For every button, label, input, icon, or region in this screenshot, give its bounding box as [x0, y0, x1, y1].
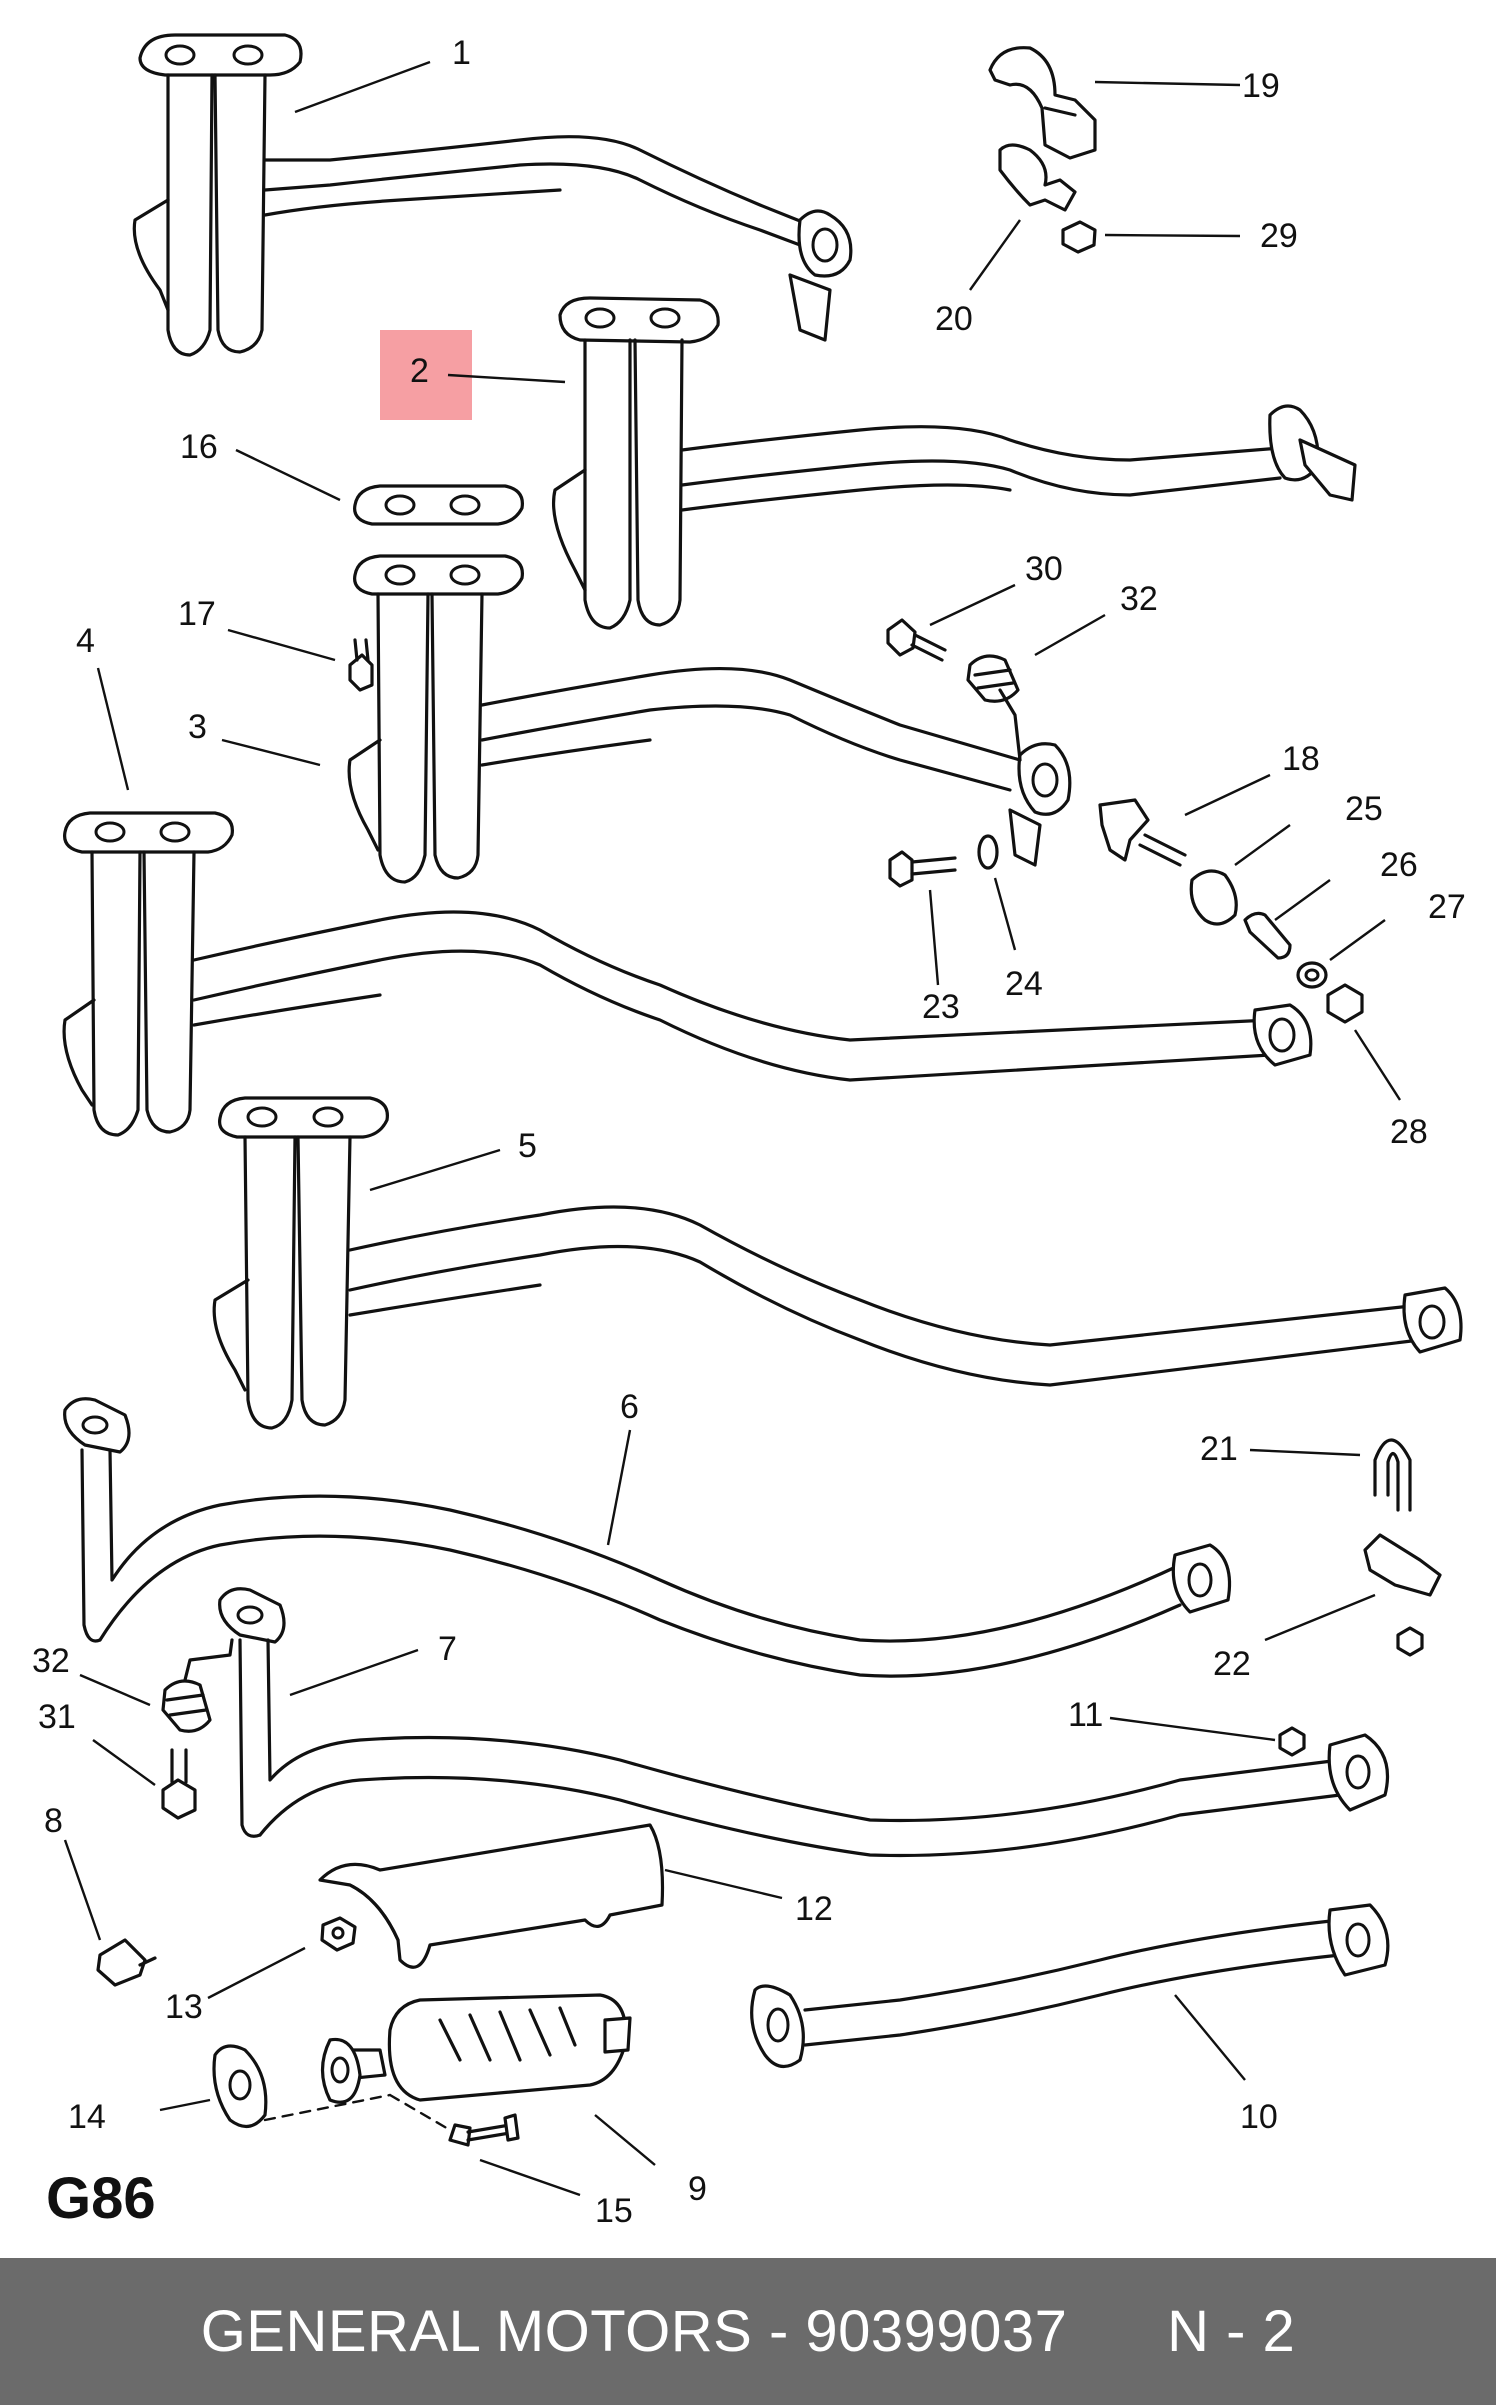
- callout-25: 25: [1345, 790, 1383, 828]
- callout-13: 13: [165, 1988, 203, 2026]
- part-23-bolt[interactable]: [888, 850, 957, 888]
- part-19-bracket[interactable]: [988, 46, 1097, 160]
- part-13-nut[interactable]: [320, 1916, 357, 1952]
- part-18-bracket[interactable]: [1098, 798, 1187, 867]
- part-6-front-pipe[interactable]: [63, 1397, 1232, 1678]
- part-20-bracket[interactable]: [998, 143, 1077, 212]
- callout-32-upper: 32: [1120, 580, 1158, 618]
- callout-28: 28: [1390, 1113, 1428, 1151]
- callout-4: 4: [76, 622, 95, 660]
- callout-12: 12: [795, 1890, 833, 1928]
- callout-31: 31: [38, 1698, 76, 1736]
- part-15-bolt[interactable]: [448, 2113, 520, 2147]
- callout-29: 29: [1260, 217, 1298, 255]
- part-28-nut[interactable]: [1326, 983, 1364, 1024]
- part-25-rubber-bush[interactable]: [1189, 869, 1238, 926]
- callout-22: 22: [1213, 1645, 1251, 1683]
- part-32-rubber-mount-lower[interactable]: [161, 1638, 234, 1733]
- diagram-code-label: G86: [46, 2166, 156, 2231]
- part-31-bolt[interactable]: [161, 1748, 197, 1820]
- callout-5: 5: [518, 1127, 537, 1165]
- callout-19: 19: [1242, 67, 1280, 105]
- callout-3: 3: [188, 708, 207, 746]
- part-32-rubber-mount-upper[interactable]: [966, 654, 1022, 762]
- callout-16: 16: [180, 428, 218, 466]
- callout-18: 18: [1282, 740, 1320, 778]
- callout-1: 1: [452, 34, 471, 72]
- part-14-gasket[interactable]: [212, 2044, 268, 2128]
- callout-7: 7: [438, 1630, 457, 1668]
- callout-10: 10: [1240, 2098, 1278, 2136]
- part-16-gasket[interactable]: [353, 484, 524, 526]
- part-27-washer[interactable]: [1296, 961, 1328, 989]
- callout-14: 14: [68, 2098, 106, 2136]
- callout-15: 15: [595, 2192, 633, 2230]
- part-4-exhaust-manifold[interactable]: [62, 811, 1313, 1137]
- callout-21: 21: [1200, 1430, 1238, 1468]
- callout-17: 17: [178, 595, 216, 633]
- part-21-u-bolt[interactable]: [1373, 1438, 1412, 1512]
- part-22-clamp[interactable]: [1363, 1533, 1442, 1597]
- exhaust-parts-diagram: 1 2 3 4 5 6 7 8 9 10 11 12 13 14 15 16 1…: [32, 33, 1466, 2230]
- footer-bar: GENERAL MOTORS - 90399037 N - 2: [0, 2258, 1496, 2405]
- leader-lines: [63, 60, 1402, 2197]
- part-12-heat-shield[interactable]: [318, 1823, 665, 1969]
- part-24-washer[interactable]: [977, 834, 999, 870]
- part-17-bolt[interactable]: [348, 638, 374, 692]
- callout-11: 11: [1068, 1696, 1103, 1734]
- part-26-sleeve[interactable]: [1243, 911, 1292, 960]
- callout-27: 27: [1428, 888, 1466, 926]
- part-3-exhaust-manifold[interactable]: [347, 554, 1072, 884]
- part-10-intermediate-pipe[interactable]: [750, 1903, 1390, 2068]
- callout-2: 2: [410, 352, 429, 390]
- callout-23: 23: [922, 988, 960, 1026]
- part-11-nut[interactable]: [1278, 1726, 1306, 1757]
- part-2-exhaust-manifold[interactable]: [551, 296, 1357, 630]
- part-7-front-pipe[interactable]: [218, 1587, 1390, 1858]
- footer-part-number: GENERAL MOTORS - 90399037 N - 2: [200, 2299, 1296, 2364]
- callout-6: 6: [620, 1388, 639, 1426]
- part-1-exhaust-manifold[interactable]: [132, 33, 853, 357]
- callout-20: 20: [935, 300, 973, 338]
- callout-labels: 1 2 3 4 5 6 7 8 9 10 11 12 13 14 15 16 1…: [32, 34, 1466, 2230]
- callout-32-lower: 32: [32, 1642, 70, 1680]
- part-22-nut[interactable]: [1396, 1626, 1424, 1657]
- part-29-nut[interactable]: [1061, 220, 1097, 254]
- part-5-exhaust-manifold[interactable]: [212, 1096, 1463, 1430]
- part-9-catalytic-converter[interactable]: [320, 1993, 632, 2104]
- callout-24: 24: [1005, 965, 1043, 1003]
- callout-26: 26: [1380, 846, 1418, 884]
- part-30-bolt[interactable]: [886, 618, 947, 662]
- callout-8: 8: [44, 1802, 63, 1840]
- callout-30: 30: [1025, 550, 1063, 588]
- callout-9: 9: [688, 2170, 707, 2208]
- part-8-oxygen-sensor[interactable]: [96, 1938, 157, 1987]
